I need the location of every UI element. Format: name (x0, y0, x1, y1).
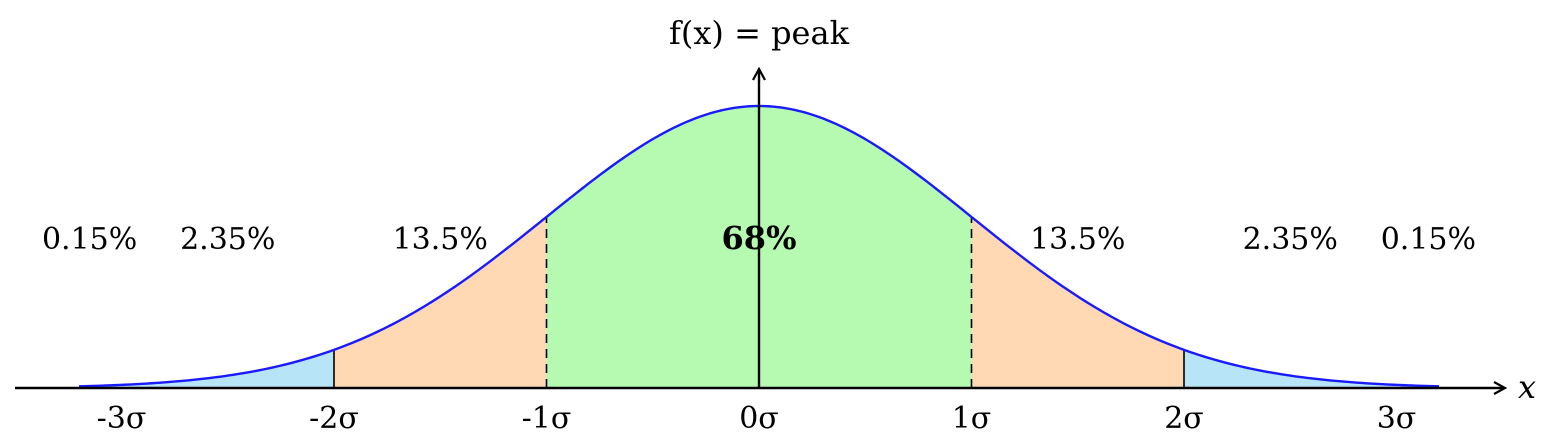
tick-label-3: 0σ (739, 401, 779, 436)
tick-label-5: 2σ (1164, 401, 1204, 436)
percentage-label-1: 2.35% (180, 222, 275, 257)
percentage-label-2: 13.5% (393, 222, 488, 257)
percentage-label-3: 68% (722, 219, 797, 257)
tick-label-0: -3σ (97, 401, 147, 436)
tick-label-4: 1σ (952, 401, 992, 436)
y-axis-label: f(x) = peak (669, 14, 850, 52)
percentage-label-6: 0.15% (1381, 222, 1476, 257)
percentage-label-5: 2.35% (1243, 222, 1338, 257)
percentage-labels: 0.15% 2.35% 13.5% 68% 13.5% 2.35% 0.15% (42, 219, 1476, 257)
percentage-label-0: 0.15% (42, 222, 137, 257)
percentage-label-4: 13.5% (1030, 222, 1125, 257)
region-fill-1 (121, 349, 334, 388)
tick-label-6: 3σ (1377, 401, 1417, 436)
tick-label-1: -2σ (309, 401, 359, 436)
x-axis-label: x (1518, 368, 1536, 406)
region-fill-5 (1184, 349, 1397, 388)
tick-label-2: -1σ (522, 401, 572, 436)
tick-labels: -3σ -2σ -1σ 0σ 1σ 2σ 3σ (97, 401, 1417, 436)
